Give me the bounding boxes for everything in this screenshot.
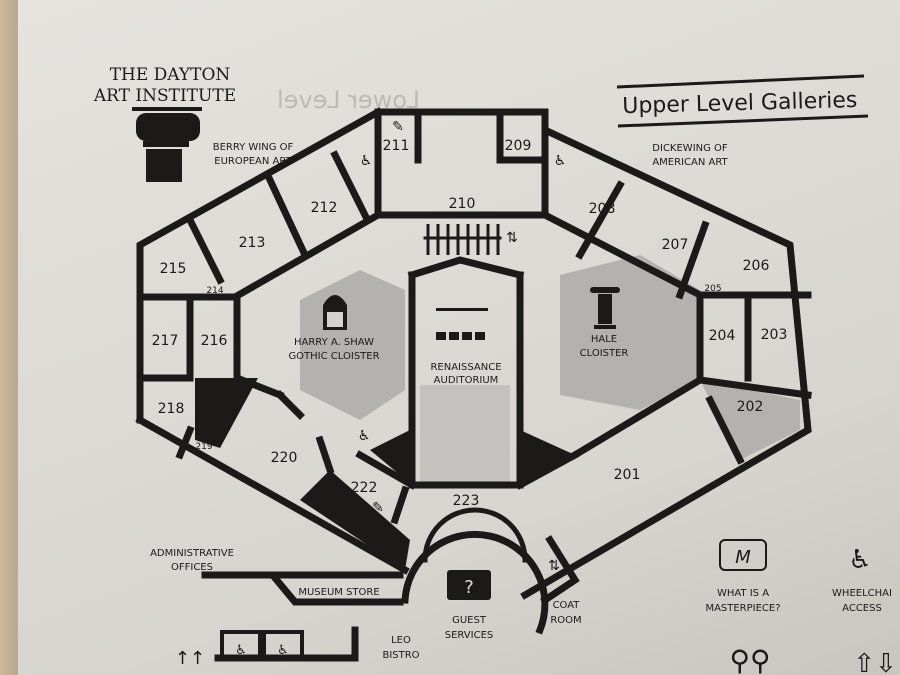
ionic-column-icon — [590, 287, 620, 329]
title-rule-bottom — [617, 114, 869, 128]
gothic-window-icon — [323, 295, 347, 330]
coat-room-label-2: ROOM — [550, 615, 581, 626]
elevator-legend-icon: ⇧⇩ — [853, 649, 897, 675]
dark-corner-1 — [370, 430, 412, 485]
room-208[interactable]: 208 — [589, 201, 616, 217]
masterpiece-legend-glyph: M — [735, 547, 751, 568]
room-209[interactable]: 209 — [505, 138, 532, 154]
paper-edge — [0, 0, 18, 675]
guest-services-icon-glyph: ? — [464, 577, 474, 598]
room-213[interactable]: 213 — [239, 235, 266, 251]
title-rule-top — [616, 74, 865, 89]
room-205[interactable]: 205 — [704, 284, 721, 294]
admin-offices-label-1: ADMINISTRATIVE — [150, 548, 234, 559]
restroom-wheelchair-icon: ♿ — [554, 153, 567, 169]
dark-passage-southwest — [300, 470, 410, 570]
hale-cloister-label-2: CLOISTER — [580, 348, 629, 359]
wheelchair-legend-icon: ♿ — [848, 545, 871, 575]
room-207[interactable]: 207 — [662, 237, 689, 253]
page-title: Upper Level Galleries — [622, 88, 858, 119]
room-labels: 201 202 203 204 205 206 207 208 209 210 … — [152, 138, 788, 509]
room-220[interactable]: 220 — [271, 450, 298, 466]
elevator-icon: ⇅ — [548, 558, 560, 574]
legend-wheelchair-2: ACCESS — [842, 603, 882, 614]
hale-cloister-label-1: HALE — [591, 334, 617, 345]
guest-services-icon — [447, 570, 491, 600]
room-216[interactable]: 216 — [201, 333, 228, 349]
column-logo-icon — [132, 107, 202, 182]
room-201[interactable]: 201 — [614, 467, 641, 483]
elevator-icon: ⇅ — [506, 230, 518, 246]
admin-offices-label-2: OFFICES — [171, 562, 213, 573]
room-222[interactable]: 222 — [351, 480, 378, 496]
museum-store-label: MUSEUM STORE — [298, 587, 379, 598]
room-217[interactable]: 217 — [152, 333, 179, 349]
room-223[interactable]: 223 — [453, 493, 480, 509]
legend: M WHAT IS A MASTERPIECE? ♿ WHEELCHAI ACC… — [705, 539, 897, 675]
room-218[interactable]: 218 — [158, 401, 185, 417]
auditorium-floor — [420, 385, 510, 485]
leo-bistro-label-2: BISTRO — [382, 650, 419, 661]
wheelchair-icon: ♿ — [358, 428, 371, 444]
room-212[interactable]: 212 — [311, 200, 338, 216]
shaw-cloister-label-1: HARRY A. SHAW — [294, 337, 374, 348]
room-219[interactable]: 219 — [195, 442, 212, 452]
restroom-legend-icon: ⚲⚲ — [729, 644, 770, 675]
dark-passage-west — [195, 378, 258, 448]
auditorium-seats-icon — [436, 308, 488, 340]
room-204[interactable]: 204 — [709, 328, 736, 344]
dicke-wing-label-2: AMERICAN ART — [652, 157, 728, 168]
hale-cloister-area — [560, 255, 700, 410]
room-203[interactable]: 203 — [761, 327, 788, 343]
up-arrows-icon: ↑↑ — [175, 648, 205, 669]
auditorium-label-2: AUDITORIUM — [434, 375, 499, 386]
legend-wheelchair-1: WHEELCHAI — [832, 588, 892, 599]
guest-services-label-2: SERVICES — [445, 630, 494, 641]
restroom-men-icon: ♿ — [235, 643, 247, 658]
shaw-cloister-label-2: GOTHIC CLOISTER — [288, 351, 379, 362]
institution-name-line2: ART INSTITUTE — [93, 86, 236, 106]
room-210[interactable]: 210 — [449, 196, 476, 212]
stairs-icon — [426, 224, 500, 255]
room-206[interactable]: 206 — [743, 258, 770, 274]
room-202[interactable]: 202 — [737, 399, 764, 415]
leo-bistro-label-1: LEO — [391, 635, 411, 646]
coat-room-label-1: COAT — [553, 600, 581, 611]
room-202-area — [700, 380, 800, 460]
guest-services-label-1: GUEST — [452, 615, 487, 626]
berry-wing-label-2: EUROPEAN ART — [214, 156, 292, 167]
masterpiece-icon: ✎ — [392, 119, 404, 135]
berry-wing-label-1: BERRY WING OF — [213, 142, 294, 153]
restroom-women-icon: ♿ — [277, 643, 289, 658]
room-215[interactable]: 215 — [160, 261, 187, 277]
masterpiece-legend-icon — [719, 539, 767, 571]
legend-masterpiece-1: WHAT IS A — [717, 588, 769, 599]
legend-masterpiece-2: MASTERPIECE? — [705, 603, 780, 614]
walls — [135, 107, 812, 662]
dark-corner-2 — [520, 430, 575, 485]
room-211[interactable]: 211 — [383, 138, 410, 154]
room-214[interactable]: 214 — [206, 286, 223, 296]
restroom-wheelchair-icon: ♿ — [360, 153, 373, 169]
dicke-wing-label-1: DICKEWING OF — [652, 143, 728, 154]
institution-name-line1: THE DAYTON — [110, 65, 231, 85]
masterpiece-icon: ✎ — [372, 500, 384, 516]
auditorium-label-1: RENAISSANCE — [430, 362, 501, 373]
